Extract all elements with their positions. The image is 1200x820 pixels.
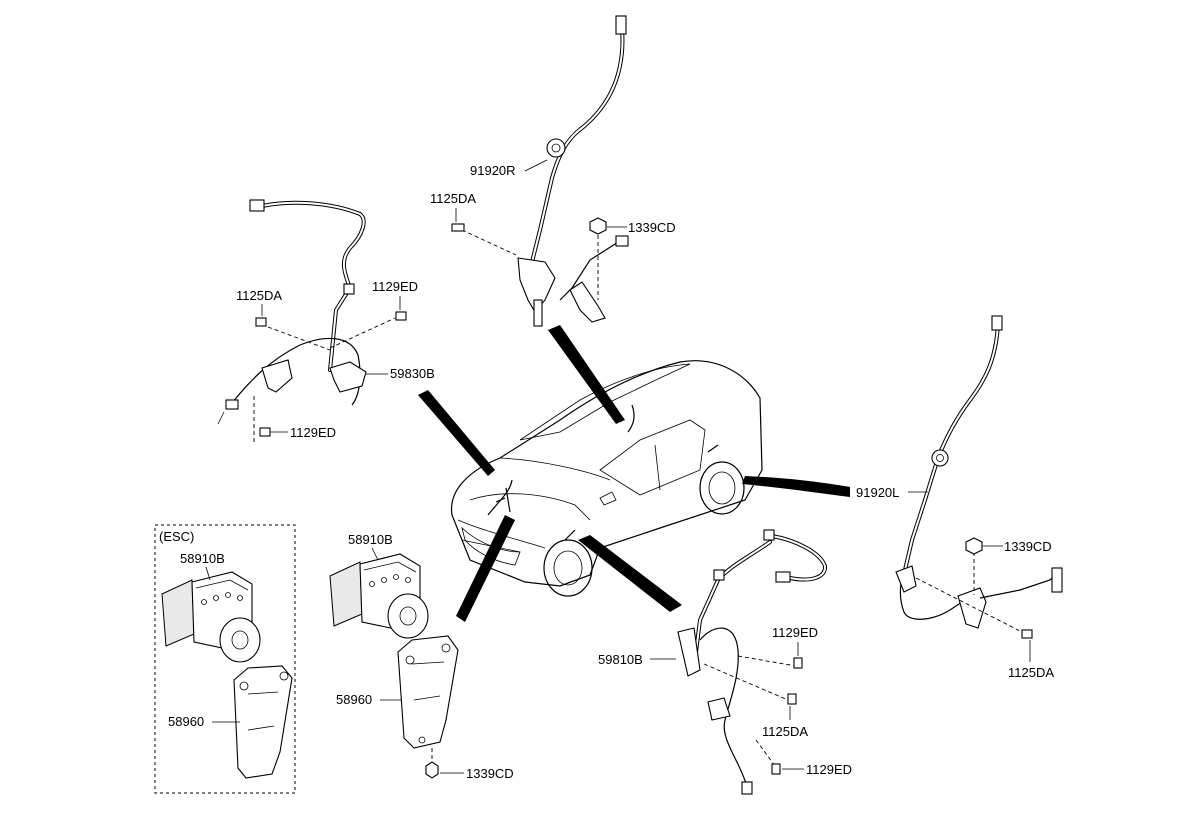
label-58960: 58960 [336, 692, 372, 707]
label-1125da-top: 1125DA [430, 191, 476, 206]
label-1339cd-top: 1339CD [628, 220, 676, 235]
label-1129ed-fr-bottom: 1129ED [806, 762, 852, 777]
rear-right-wheel-sensor-assembly: 91920R 1125DA 1339CD [430, 15, 676, 327]
rear-left-wheel-sensor-assembly: 91920L 1339CD 1125DA [856, 315, 1063, 680]
label-1339cd-bracket: 1339CD [466, 766, 514, 781]
esc-variant-box: (ESC) 58910B 58960 [154, 524, 296, 794]
label-58910b: 58910B [348, 532, 393, 547]
vehicle-illustration [450, 360, 763, 597]
label-1125da-fr: 1125DA [762, 724, 808, 739]
front-right-wheel-sensor-assembly: 59810B 1129ED 1125DA 1129ED [598, 529, 852, 795]
label-59830b: 59830B [390, 366, 435, 381]
label-59810b: 59810B [598, 652, 643, 667]
esc-group-title: (ESC) [159, 529, 194, 544]
label-1129ed-left-top: 1129ED [372, 279, 418, 294]
label-1129ed-left-bottom: 1129ED [290, 425, 336, 440]
label-1339cd-right: 1339CD [1004, 539, 1052, 554]
front-left-wheel-sensor-assembly: 1125DA 1129ED 59830B 1129ED [217, 199, 435, 445]
label-esc-58960: 58960 [168, 714, 204, 729]
hydraulic-unit-assembly: 58910B 58960 1339CD [329, 532, 514, 781]
label-esc-58910b: 58910B [180, 551, 225, 566]
label-1125da-right: 1125DA [1008, 665, 1054, 680]
label-91920l: 91920L [856, 485, 899, 500]
label-1129ed-fr-top: 1129ED [772, 625, 818, 640]
label-1125da-left: 1125DA [236, 288, 282, 303]
label-91920r: 91920R [470, 163, 516, 178]
location-arrows [418, 325, 850, 622]
